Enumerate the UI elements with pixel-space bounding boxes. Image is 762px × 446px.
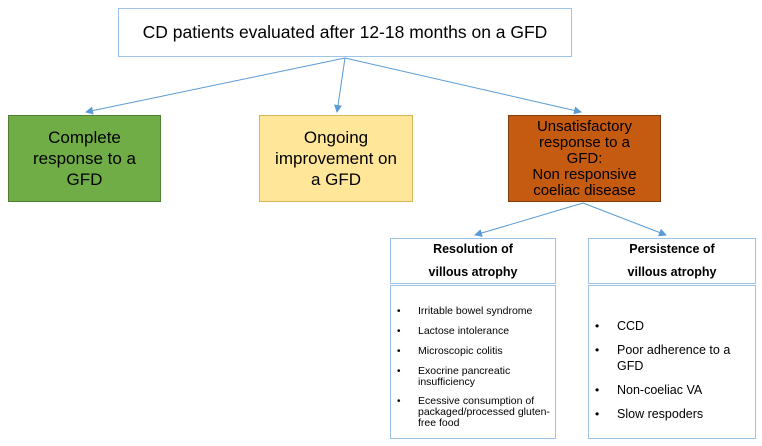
list-item: • Microscopic colitis [397, 345, 552, 358]
ongoing-improvement-label: Ongoing improvement on a GFD [275, 128, 397, 189]
list-item: • Irritable bowel syndrome [397, 305, 552, 318]
bullet-icon: • [397, 326, 401, 337]
complete-response-node: Complete response to a GFD [8, 115, 161, 202]
list-item: • Slow respoders [595, 406, 753, 422]
list-item-text: Poor adherence to a GFD [617, 343, 731, 373]
list-item: • Lactose intolerance [397, 325, 552, 338]
list-item: • Non-coeliac VA [595, 382, 753, 398]
bullet-icon: • [397, 306, 401, 317]
bullet-icon: • [397, 396, 401, 407]
unsatisfactory-response-node: Unsatisfactory response to a GFD: Non re… [508, 115, 661, 202]
arrow-to-unsatisfactory [344, 57, 582, 115]
list-item-text: Lactose intolerance [418, 325, 510, 337]
resolution-header: Resolution of villous atrophy [390, 238, 556, 284]
bullet-icon: • [595, 407, 600, 421]
unsatisfactory-response-label: Unsatisfactory response to a GFD: Non re… [532, 117, 637, 199]
list-item: • CCD [595, 318, 753, 334]
arrow-to-resolution [474, 202, 584, 237]
list-item-text: CCD [617, 319, 645, 333]
bullet-icon: • [595, 319, 600, 333]
bullet-icon: • [595, 343, 600, 357]
persistence-title: Persistence of villous atrophy [627, 242, 717, 279]
complete-response-label: Complete response to a GFD [32, 128, 136, 189]
list-item-text: Non-coeliac VA [617, 383, 703, 397]
list-item-text: Irritable bowel syndrome [418, 305, 533, 317]
list-item: • Ecessive consumption of packaged/proce… [397, 396, 552, 429]
resolution-list: • Irritable bowel syndrome • Lactose int… [390, 285, 556, 439]
bullet-icon: • [397, 366, 401, 377]
arrow-to-persistence [582, 202, 667, 237]
arrow-to-ongoing [334, 57, 346, 113]
list-item-text: Ecessive consumption of packaged/process… [418, 395, 550, 429]
list-item-text: Microscopic colitis [418, 345, 503, 357]
list-item-text: Exocrine pancreatic insufficiency [418, 365, 511, 388]
resolution-title: Resolution of villous atrophy [428, 242, 518, 279]
ongoing-improvement-node: Ongoing improvement on a GFD [259, 115, 413, 202]
list-item: • Poor adherence to a GFD [595, 342, 753, 374]
list-item: • Exocrine pancreatic insufficiency [397, 366, 552, 388]
bullet-icon: • [595, 383, 600, 397]
persistence-list: • CCD • Poor adherence to a GFD • Non-co… [588, 285, 756, 439]
list-item-text: Slow respoders [617, 407, 704, 421]
bullet-icon: • [397, 346, 401, 357]
arrow-to-complete [85, 57, 346, 115]
top-node-label: CD patients evaluated after 12-18 months… [142, 22, 548, 42]
persistence-header: Persistence of villous atrophy [588, 238, 756, 284]
top-node: CD patients evaluated after 12-18 months… [118, 8, 572, 57]
